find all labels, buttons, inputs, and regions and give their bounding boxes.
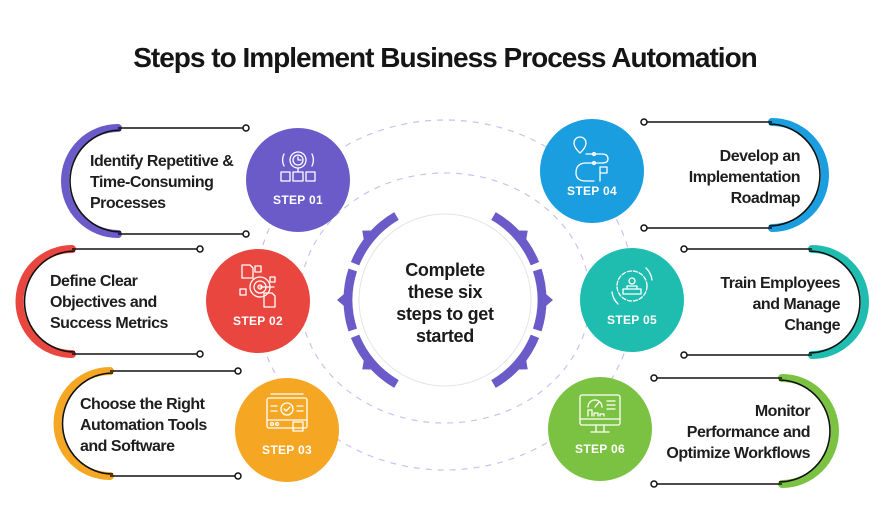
step-circle-6: [548, 377, 652, 481]
step-bracket: [640, 118, 829, 232]
center-line: Complete: [405, 260, 485, 280]
bracket-arc-colored: [53, 367, 114, 480]
step-label: STEP 03: [262, 443, 312, 457]
step-description-line: Performance and: [686, 424, 811, 441]
step-description-line: Change: [784, 317, 840, 334]
step-label: STEP 01: [273, 193, 323, 207]
step-description-line: Objectives and: [50, 294, 157, 311]
step-label: STEP 04: [567, 184, 617, 198]
step-circle-4: [540, 119, 644, 223]
step-circle-fill: [540, 119, 644, 223]
step-description-line: Identify Repetitive &: [90, 153, 234, 170]
center-line: started: [416, 326, 474, 346]
step-circle-2: [206, 249, 310, 353]
step-description-line: Train Employees: [720, 275, 840, 292]
step-description-line: Automation Tools: [80, 417, 207, 434]
step-label: STEP 02: [233, 314, 283, 328]
center-ring-segment: [343, 268, 358, 332]
step-circle-fill: [548, 377, 652, 481]
page-title: Steps to Implement Business Process Auto…: [133, 42, 758, 73]
monitor-analytics-icon: [579, 394, 621, 433]
center-ring-notch: [362, 230, 372, 240]
step-label: STEP 05: [607, 313, 657, 327]
step-circle-fill: [235, 378, 339, 482]
connector-dot: [680, 245, 688, 253]
center-ring-segment: [491, 334, 540, 388]
roadmap-icon: [573, 136, 609, 182]
step-bracket: [680, 245, 869, 359]
connector-dot: [242, 230, 250, 238]
step-circle-fill: [206, 249, 310, 353]
step-description-line: Time-Consuming: [90, 174, 214, 191]
connector-dot: [650, 480, 658, 488]
step-bracket: [53, 367, 242, 480]
software-tool-icon: [266, 393, 308, 432]
step-description-line: Processes: [90, 195, 166, 212]
bracket-arc-line: [69, 129, 122, 233]
step-description-line: Monitor: [754, 403, 811, 420]
center-ring-notch: [546, 294, 553, 306]
step-bracket: [15, 245, 204, 358]
bracket-arc-colored: [778, 374, 839, 488]
bracket-arc-line: [778, 379, 831, 483]
bracket-arc-line: [768, 123, 821, 227]
step-circle-1: [246, 128, 350, 232]
step-description-line: Define Clear: [50, 273, 138, 290]
step-description-line: Success Metrics: [50, 315, 168, 332]
step-description-line: and Manage: [752, 296, 841, 313]
step-circle-fill: [580, 248, 684, 352]
step-description-line: Choose the Right: [80, 396, 205, 413]
step-circle-fill: [246, 128, 350, 232]
bracket-arc-colored: [15, 245, 76, 358]
bracket-arc-colored: [768, 118, 829, 232]
center-ring-notch: [518, 230, 528, 240]
connector-dot: [196, 245, 204, 253]
bracket-arc-colored: [61, 124, 122, 238]
center-disc: [358, 213, 532, 387]
step-label: STEP 06: [575, 442, 625, 456]
bracket-arc-line: [61, 372, 114, 475]
connector-dot: [640, 118, 648, 126]
center-caption: Complete these six steps to get started: [370, 259, 520, 347]
step-bracket: [61, 124, 250, 238]
step-description-line: Develop an: [719, 148, 801, 165]
center-ring-segment: [532, 268, 547, 332]
center-ring-notch: [518, 360, 528, 370]
connector-dot: [650, 374, 658, 382]
center-ring-segment: [491, 212, 540, 266]
bracket-arc-colored: [808, 245, 869, 359]
center-line: steps to get: [396, 304, 494, 324]
center-line: these six: [407, 282, 483, 302]
connector-dot: [234, 472, 242, 480]
step-bracket: [650, 374, 839, 488]
bracket-arc-line: [808, 250, 861, 354]
connector-dot: [242, 124, 250, 132]
step-description-line: Implementation: [688, 169, 801, 186]
step-description-line: Roadmap: [730, 190, 801, 207]
step-description-line: Optimize Workflows: [666, 445, 810, 462]
center-ring-notch: [337, 294, 344, 306]
team-change-icon: [611, 267, 653, 305]
gear-clock-process-icon: [280, 151, 316, 182]
connector-dot: [196, 350, 204, 358]
step-description-line: and Software: [80, 438, 175, 455]
target-documents-icon: [239, 264, 276, 308]
bracket-arc-line: [23, 250, 76, 353]
step-circle-5: [580, 248, 684, 352]
connector-dot: [234, 367, 242, 375]
center-ring-segment: [350, 334, 399, 388]
center-ring-segment: [350, 212, 399, 266]
step-circle-3: [235, 378, 339, 482]
connector-dot: [640, 224, 648, 232]
center-ring-notch: [362, 360, 372, 370]
center-ring: [337, 212, 553, 388]
connector-dot: [680, 351, 688, 359]
